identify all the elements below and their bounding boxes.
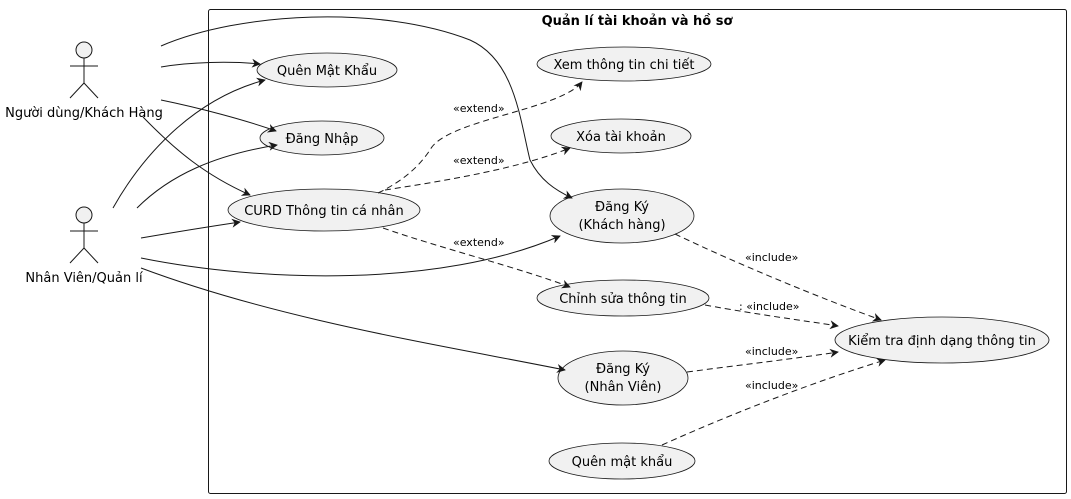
association-customer-login xyxy=(160,99,277,133)
association-staff-register-staff xyxy=(140,267,566,373)
use-case-label-line2: (Nhân Viên) xyxy=(585,380,662,395)
association-staff-register-customer xyxy=(140,235,561,277)
association-customer-crud xyxy=(142,116,251,196)
use-case-forgot-password-2: Quên mật khẩu xyxy=(548,442,696,480)
use-case-label: CURD Thông tin cá nhân xyxy=(244,204,404,219)
include-label-1: «include» xyxy=(745,251,798,264)
use-case-label-line2: (Khách hàng) xyxy=(578,218,665,233)
use-case-label: Quên Mật Khẩu xyxy=(277,64,377,79)
use-case-edit-info: Chỉnh sửa thông tin xyxy=(536,279,710,317)
use-case-login: Đăng Nhập xyxy=(259,120,385,156)
association-staff-forgot-password xyxy=(112,77,266,209)
actor-staff-label: Nhân Viên/Quản lí xyxy=(25,271,143,286)
include-register-staff-validate xyxy=(686,348,839,373)
include-edit-validate xyxy=(704,304,839,330)
use-case-delete-account: Xóa tài khoản xyxy=(550,118,692,154)
use-case-label: Xem thông tin chi tiết xyxy=(553,58,694,73)
use-case-register-customer: Đăng Ký (Khách hàng) xyxy=(549,188,695,244)
association-staff-login xyxy=(136,141,278,209)
extend-label-2: «extend» xyxy=(453,154,505,167)
actor-staff: Nhân Viên/Quản lí xyxy=(25,206,143,286)
use-case-label: Kiểm tra định dạng thông tin xyxy=(848,334,1036,349)
use-case-label: Xóa tài khoản xyxy=(576,130,666,145)
association-customer-register xyxy=(160,16,573,199)
extend-crud-view-detail xyxy=(377,81,583,194)
use-case-register-staff: Đăng Ký (Nhân Viên) xyxy=(557,350,689,406)
association-customer-forgot-password xyxy=(160,58,261,68)
use-case-label: Quên mật khẩu xyxy=(572,455,673,470)
extend-crud-delete xyxy=(384,146,571,191)
include-forgot-password-validate xyxy=(661,358,886,446)
use-case-label-line1: Đăng Ký xyxy=(595,200,649,215)
use-case-label-line1: Đăng Ký xyxy=(596,362,650,377)
include-label-2: : «include» xyxy=(739,300,800,313)
include-label-4: «include» xyxy=(745,379,798,392)
extend-label-1: «extend» xyxy=(453,102,505,115)
use-case-view-detail: Xem thông tin chi tiết xyxy=(536,46,712,82)
extend-label-3: «extend» xyxy=(453,236,505,249)
extend-crud-edit xyxy=(382,227,571,289)
use-case-validate-format: Kiểm tra định dạng thông tin xyxy=(834,316,1050,364)
use-case-forgot-password: Quên Mật Khẩu xyxy=(256,52,398,88)
use-case-label: Đăng Nhập xyxy=(286,132,359,147)
actor-customer: Người dùng/Khách Hàng xyxy=(5,41,163,121)
include-register-customer-validate xyxy=(674,233,882,322)
include-label-3: «include» xyxy=(745,345,798,358)
use-case-crud-info: CURD Thông tin cá nhân xyxy=(227,188,421,232)
actor-customer-label: Người dùng/Khách Hàng xyxy=(5,106,163,121)
system-title: Quản lí tài khoản và hồ sơ xyxy=(542,14,734,29)
use-case-label: Chỉnh sửa thông tin xyxy=(559,292,687,307)
system-boundary: Quản lí tài khoản và hồ sơ xyxy=(208,9,1067,494)
association-staff-crud xyxy=(140,218,241,239)
